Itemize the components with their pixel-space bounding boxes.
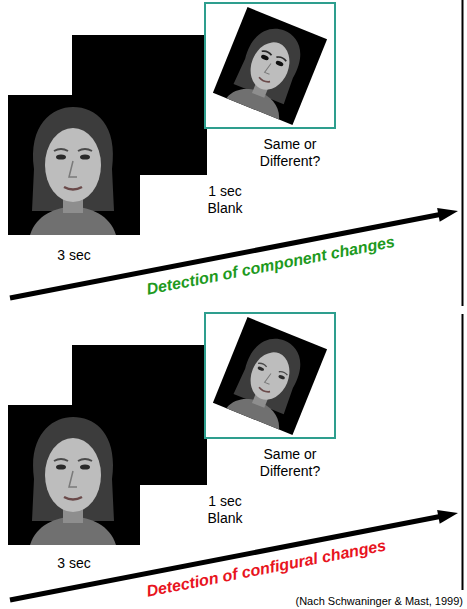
rotated-face-image <box>213 7 327 125</box>
screen-frame: 3 sec <box>8 95 140 235</box>
face <box>30 417 116 545</box>
screen-label: 3 sec <box>39 247 109 264</box>
face-eyes <box>256 362 288 380</box>
screen-frame: 1 sec Blank <box>72 35 207 175</box>
arrow-head <box>437 510 458 524</box>
screen-label: Same or Different? <box>244 136 336 170</box>
screen-frame: Same or Different? <box>205 3 335 128</box>
test-frame <box>205 3 335 128</box>
image-ground <box>213 317 327 435</box>
screen-frame: 1 sec Blank <box>72 345 207 485</box>
image-ground <box>8 95 140 235</box>
sequence-arrow <box>10 517 440 601</box>
face-image <box>8 405 140 545</box>
face-eyes <box>54 459 92 470</box>
rotated-face-image <box>213 317 327 435</box>
separator-line <box>462 314 464 590</box>
arrow-head <box>437 208 458 222</box>
image-ground <box>8 405 140 545</box>
separator-line <box>462 0 464 306</box>
screen-label: 3 sec <box>39 555 109 572</box>
screen-label: 1 sec Blank <box>196 183 254 217</box>
screen-label: 1 sec Blank <box>196 493 254 527</box>
face <box>226 330 310 430</box>
sequence-arrow <box>10 215 440 299</box>
citation-caption: (Nach Schwaninger & Mast, 1999) <box>295 595 463 608</box>
face <box>30 107 116 235</box>
screen-label: Same or Different? <box>244 446 336 480</box>
screen-frame: Same or Different? <box>205 313 335 438</box>
image-ground <box>213 7 327 125</box>
face <box>226 20 310 120</box>
face-image <box>8 95 140 235</box>
face-eyes <box>259 50 287 68</box>
screen-frame: 3 sec <box>8 405 140 545</box>
face-eyes <box>54 149 92 160</box>
test-frame <box>205 313 335 438</box>
